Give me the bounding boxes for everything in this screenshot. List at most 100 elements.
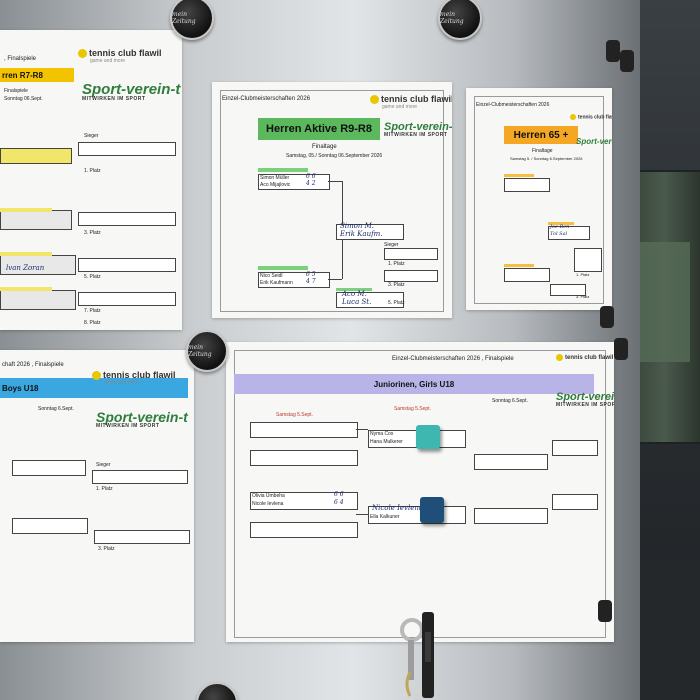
strip-green: [258, 168, 308, 172]
navy-marker-cube[interactable]: [420, 497, 444, 523]
sport-line2: verein-t: [137, 409, 188, 425]
strip-yellow: [0, 252, 52, 256]
strip-orange: [504, 174, 534, 177]
club-tagline: game and more: [90, 58, 126, 65]
category-band: Juniorinen, Girls U18: [234, 374, 594, 394]
center-top-sheet: Einzel-Clubmeisterschaften 2026 tennis c…: [212, 82, 452, 318]
club-name: tennis club flawil: [381, 94, 452, 104]
tennis-ball-icon: [370, 95, 379, 105]
club-tagline: game and more: [382, 104, 418, 111]
player-name: Nico Seidl: [260, 273, 283, 279]
magnet[interactable]: mein Zeitung: [186, 330, 228, 372]
match-box: [250, 492, 358, 510]
handwritten-name: Simon M.: [340, 222, 375, 230]
magnet[interactable]: mein: [196, 682, 238, 700]
match-box: [474, 454, 548, 470]
sport-line2: verein-t: [126, 81, 181, 98]
club-name: tennis club flawil: [565, 355, 614, 362]
club-logo: tennis club flawil: [556, 354, 613, 361]
club-logo: tennis club flawil: [570, 114, 612, 120]
match-box: [78, 292, 176, 306]
place-label: 5. Platz: [84, 274, 101, 280]
club-logo: tennis club flawil game and more: [92, 370, 176, 386]
strip-yellow: [0, 287, 52, 291]
right-top-sheet: Einzel-Clubmeisterschaften 2026 tennis c…: [466, 88, 612, 310]
place-label: 3. Platz: [388, 282, 405, 288]
winner-box: [384, 248, 438, 260]
place-label: 7. Platz: [84, 308, 101, 314]
sport-line1: Sport-: [96, 409, 138, 425]
sheet-heading: Einzel-Clubmeisterschaften 2026: [476, 102, 550, 108]
handwritten-name: Aco M.: [342, 290, 367, 298]
match-box: [12, 518, 88, 534]
club-name: tennis club flawil: [89, 48, 162, 58]
sheet-heading: Einzel-Clubmeisterschaften 2026 , Finals…: [392, 356, 514, 362]
sheet-subtitle: Finaltage: [312, 144, 337, 150]
match-box: [250, 450, 358, 466]
strip-orange: [504, 264, 534, 267]
club-logo: tennis club flawil game and more: [370, 94, 452, 110]
match-box: [550, 284, 586, 296]
left-top-sheet: , Finalspiele rren R7-R8 Finalspiele Son…: [0, 30, 182, 330]
winner-label: Sieger: [84, 133, 99, 139]
winner-label: Sieger: [96, 462, 111, 468]
sheet-date: Samstag 5. / Sonntag 6.September 2026: [510, 156, 583, 161]
side-magnet[interactable]: [614, 338, 628, 360]
sheet-heading: Einzel-Clubmeisterschaften 2026: [222, 96, 311, 102]
padlock-key-icon: [400, 612, 434, 698]
place-label: 3. Platz: [576, 294, 590, 299]
score: 6 4: [334, 499, 344, 506]
place-box: [574, 248, 602, 272]
player-name: Aco Mijajlovic: [260, 182, 291, 188]
side-magnet[interactable]: [620, 50, 634, 72]
category-band: rren R7-R8: [0, 68, 74, 82]
left-bottom-sheet: chaft 2026 , Finalspiele Boys U18 tennis…: [0, 350, 194, 642]
place-label: 1. Platz: [576, 272, 590, 277]
tennis-ball-icon: [570, 114, 576, 120]
sport-tagline: MITWIRKEN IM SPORT: [384, 132, 448, 138]
teal-marker-cube[interactable]: [416, 425, 440, 449]
score: 6 6: [306, 173, 316, 180]
match-box: [0, 290, 76, 310]
sheet-frame: [220, 90, 444, 312]
magnet[interactable]: mein Zeitung: [438, 0, 482, 40]
sport-line1: Sport-: [576, 137, 600, 146]
match-box: [0, 148, 72, 164]
column-label: Samstag 5.Sept.: [276, 412, 313, 418]
match-box: [0, 210, 72, 230]
place-label: 1. Platz: [388, 261, 405, 267]
side-magnet[interactable]: [600, 306, 614, 328]
club-logo: tennis club flawil game and more: [78, 48, 162, 64]
sportverein-logo: Sport-verein-t: [576, 138, 612, 146]
match-box: [12, 460, 86, 476]
strip-green: [258, 266, 308, 270]
match-box: [552, 440, 598, 456]
player-name: Hana Mulkerer: [370, 439, 403, 445]
side-magnet[interactable]: [606, 40, 620, 62]
side-magnet[interactable]: [598, 600, 612, 622]
category-band: Boys U18: [0, 378, 188, 398]
match-box: [504, 268, 550, 282]
handwritten-name: lvan Zoran: [6, 264, 45, 272]
handwritten-name: Joe Ben: [550, 224, 570, 230]
sport-line1: Sport-: [556, 391, 589, 403]
sport-line2: verein-t: [599, 137, 612, 146]
handwritten-name: Luca St.: [342, 298, 372, 306]
handwritten-name: Nicole Ievlena: [372, 504, 424, 512]
door-window: [635, 242, 690, 362]
club-name: tennis club flawil: [103, 370, 176, 380]
sheet-heading: chaft 2026 , Finalspiele: [2, 362, 64, 368]
match-box: [548, 226, 590, 240]
winner-label: Sieger: [384, 242, 399, 248]
match-box: [250, 422, 358, 438]
match-box: [78, 142, 176, 156]
place-label: 1. Platz: [96, 486, 113, 492]
magnet-text: mein: [198, 684, 236, 700]
column-label: Sonntag 6.Sept.: [492, 398, 528, 404]
player-name: Erik Kaufmann: [260, 280, 293, 286]
score: 6 6: [334, 491, 344, 498]
strip-green: [336, 288, 372, 291]
magnet[interactable]: mein Zeitung: [170, 0, 214, 40]
magnet-text: mein Zeitung: [440, 11, 464, 25]
strip-orange: [548, 222, 574, 225]
